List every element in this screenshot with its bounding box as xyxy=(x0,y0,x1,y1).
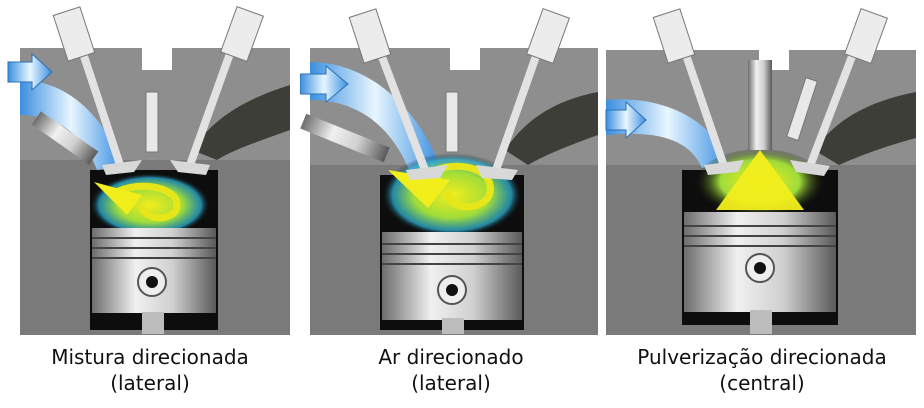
exhaust-port xyxy=(814,92,916,165)
intake-valve xyxy=(348,8,448,180)
caption-spray-guided: Pulverização direcionada (central) xyxy=(604,344,920,396)
fuel-spray xyxy=(388,170,450,208)
exhaust-valve xyxy=(790,8,889,176)
caption-line2: (lateral) xyxy=(110,371,190,395)
engine-diagram-spray xyxy=(605,8,916,335)
fuel-spray xyxy=(94,182,142,215)
caption-air-guided: Ar direcionado (lateral) xyxy=(300,344,602,396)
spark-plug xyxy=(145,91,159,153)
fuel-injector xyxy=(31,111,99,165)
fuel-spray-cone xyxy=(716,150,804,210)
caption-mixture-guided: Mistura direcionada (lateral) xyxy=(2,344,298,396)
connecting-rod xyxy=(750,310,772,334)
panel-air-guided xyxy=(300,0,602,340)
intake-port xyxy=(310,62,440,172)
fuel-injector xyxy=(748,60,772,150)
fuel-injector xyxy=(300,113,390,163)
exhaust-valve xyxy=(170,6,265,175)
connecting-rod xyxy=(142,312,164,334)
intake-air-arrow xyxy=(300,64,349,104)
spark-plug xyxy=(445,91,459,153)
intake-valve xyxy=(52,6,142,175)
exhaust-port xyxy=(192,85,290,160)
panel-mixture-guided xyxy=(2,0,298,340)
intake-air-arrow xyxy=(7,52,53,92)
exhaust-port xyxy=(505,92,598,165)
intake-valve xyxy=(652,8,744,175)
caption-line2: (central) xyxy=(719,371,805,395)
intake-air-arrow xyxy=(605,100,647,140)
swirl-arrow xyxy=(109,182,181,222)
engine-diagram-air xyxy=(300,8,598,335)
caption-line1: Pulverização direcionada xyxy=(637,345,887,369)
mixture-cloud xyxy=(90,173,210,237)
engine-diagram-mixture xyxy=(7,6,290,335)
caption-line2: (lateral) xyxy=(411,371,491,395)
caption-line1: Ar direcionado xyxy=(378,345,524,369)
intake-port xyxy=(20,80,122,170)
connecting-rod xyxy=(442,318,464,334)
caption-line1: Mistura direcionada xyxy=(51,345,249,369)
spark-plug xyxy=(786,77,818,141)
panel-spray-guided xyxy=(604,0,920,340)
exhaust-valve xyxy=(476,8,571,180)
